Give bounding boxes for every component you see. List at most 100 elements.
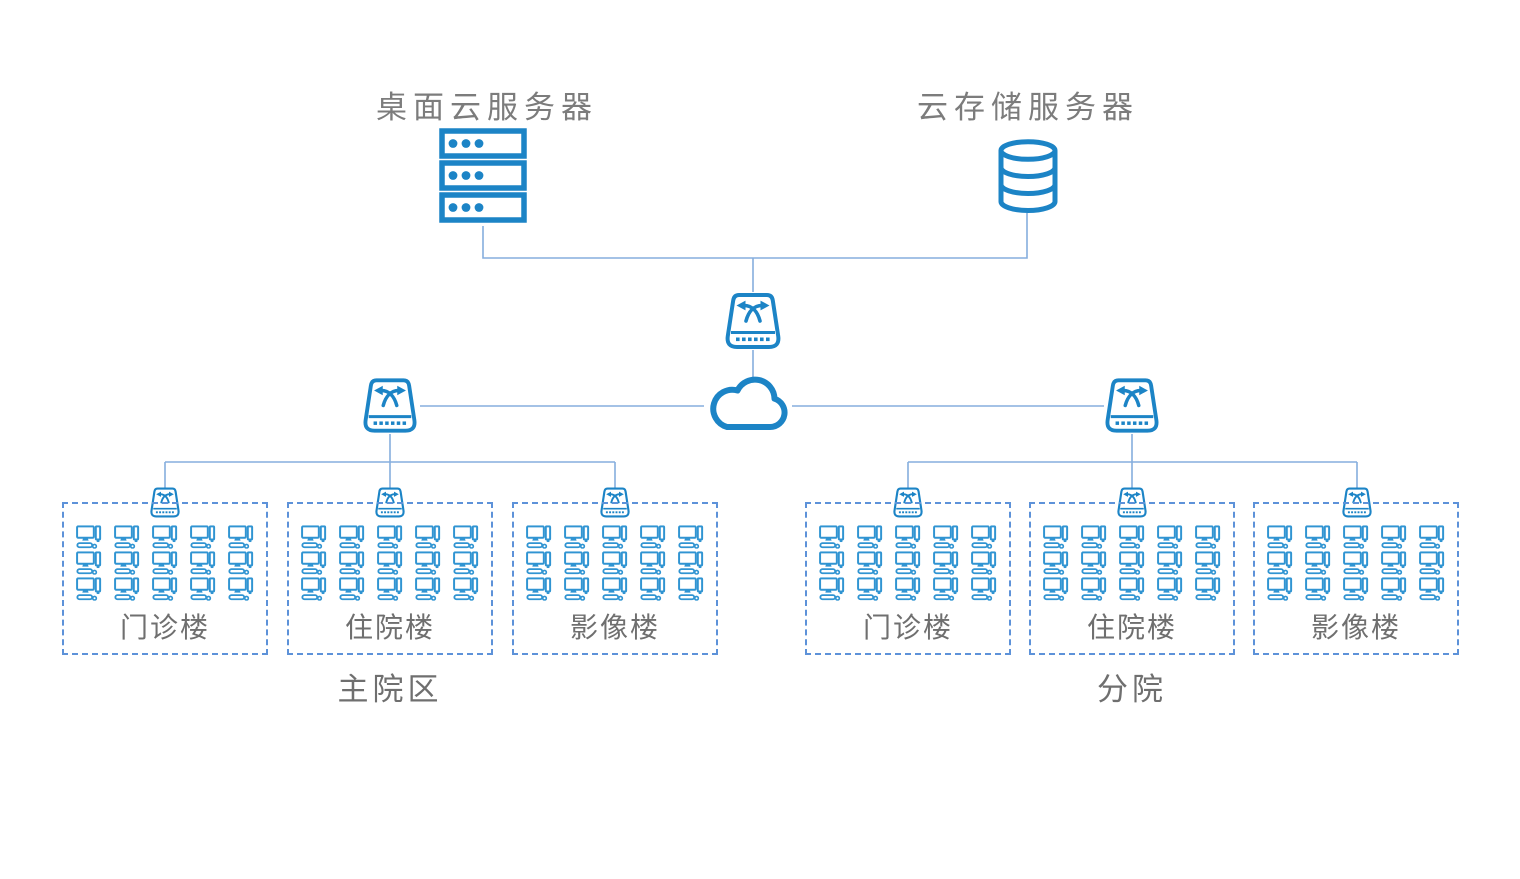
- computer-grid: [64, 504, 266, 601]
- cloud-storage-server-label: 云存储服务器: [917, 90, 1139, 125]
- computer-icon: [526, 577, 553, 601]
- computer-grid: [1031, 504, 1233, 601]
- computer-icon: [190, 551, 217, 575]
- cloud-icon: [703, 376, 795, 434]
- computer-grid: [1255, 504, 1457, 601]
- right-aggregation-switch-icon: [1103, 377, 1161, 434]
- building-box-imaging-branch: 影像楼: [1253, 502, 1459, 655]
- computer-icon: [526, 551, 553, 575]
- computer-icon: [301, 551, 328, 575]
- building-label: 门诊楼: [862, 612, 953, 643]
- computer-icon: [895, 551, 922, 575]
- building-label: 住院楼: [1086, 612, 1177, 643]
- computer-icon: [1195, 577, 1222, 601]
- computer-icon: [1195, 551, 1222, 575]
- computer-icon: [564, 551, 591, 575]
- computer-icon: [76, 525, 103, 549]
- computer-icon: [602, 551, 629, 575]
- computer-icon: [1157, 551, 1184, 575]
- computer-icon: [114, 551, 141, 575]
- computer-icon: [301, 525, 328, 549]
- computer-icon: [1119, 551, 1146, 575]
- computer-icon: [190, 577, 217, 601]
- server-rack-icon: [439, 128, 527, 224]
- computer-icon: [453, 577, 480, 601]
- computer-icon: [678, 525, 705, 549]
- computer-icon: [152, 525, 179, 549]
- computer-icon: [1267, 525, 1294, 549]
- building-box-inpatient-branch: 住院楼: [1029, 502, 1235, 655]
- computer-icon: [1195, 525, 1222, 549]
- computer-icon: [377, 577, 404, 601]
- computer-icon: [190, 525, 217, 549]
- computer-icon: [415, 551, 442, 575]
- computer-icon: [453, 525, 480, 549]
- computer-icon: [819, 577, 846, 601]
- computer-icon: [1343, 577, 1370, 601]
- computer-icon: [301, 577, 328, 601]
- computer-grid: [289, 504, 491, 601]
- computer-icon: [1119, 577, 1146, 601]
- computer-icon: [1119, 525, 1146, 549]
- computer-icon: [339, 525, 366, 549]
- computer-icon: [971, 525, 998, 549]
- computer-icon: [1381, 525, 1408, 549]
- computer-icon: [415, 525, 442, 549]
- computer-icon: [1419, 525, 1446, 549]
- building-label: 住院楼: [344, 612, 435, 643]
- building-label: 门诊楼: [119, 612, 210, 643]
- computer-icon: [339, 577, 366, 601]
- computer-icon: [857, 551, 884, 575]
- computer-icon: [678, 577, 705, 601]
- computer-icon: [857, 577, 884, 601]
- computer-icon: [933, 551, 960, 575]
- computer-icon: [857, 525, 884, 549]
- computer-icon: [640, 551, 667, 575]
- computer-icon: [228, 525, 255, 549]
- computer-icon: [228, 551, 255, 575]
- computer-icon: [114, 525, 141, 549]
- computer-icon: [76, 551, 103, 575]
- computer-icon: [819, 525, 846, 549]
- core-switch-icon: [723, 292, 783, 350]
- computer-icon: [1381, 551, 1408, 575]
- computer-icon: [971, 551, 998, 575]
- branch-campus-label: 分院: [1097, 672, 1167, 707]
- computer-icon: [564, 577, 591, 601]
- building-label: 影像楼: [1310, 612, 1401, 643]
- computer-icon: [933, 525, 960, 549]
- computer-icon: [1305, 577, 1332, 601]
- main-campus-label: 主院区: [337, 672, 443, 707]
- computer-icon: [377, 551, 404, 575]
- computer-icon: [564, 525, 591, 549]
- computer-icon: [1419, 551, 1446, 575]
- computer-icon: [1381, 577, 1408, 601]
- building-box-outpatient-branch: 门诊楼: [805, 502, 1011, 655]
- computer-icon: [819, 551, 846, 575]
- computer-icon: [1043, 577, 1070, 601]
- left-aggregation-switch-icon: [361, 377, 419, 434]
- computer-icon: [895, 577, 922, 601]
- computer-icon: [526, 525, 553, 549]
- computer-icon: [114, 577, 141, 601]
- database-icon: [997, 139, 1059, 213]
- computer-icon: [1343, 525, 1370, 549]
- building-label: 影像楼: [569, 612, 660, 643]
- computer-icon: [1305, 525, 1332, 549]
- building-box-imaging-main: 影像楼: [512, 502, 718, 655]
- building-box-outpatient-main: 门诊楼: [62, 502, 268, 655]
- computer-icon: [339, 551, 366, 575]
- computer-icon: [1419, 577, 1446, 601]
- computer-icon: [1157, 577, 1184, 601]
- computer-icon: [602, 525, 629, 549]
- computer-icon: [1043, 551, 1070, 575]
- desktop-cloud-server-label: 桌面云服务器: [376, 90, 598, 125]
- computer-icon: [1267, 551, 1294, 575]
- computer-grid: [514, 504, 716, 601]
- computer-icon: [415, 577, 442, 601]
- computer-icon: [1267, 577, 1294, 601]
- computer-icon: [971, 577, 998, 601]
- computer-icon: [152, 577, 179, 601]
